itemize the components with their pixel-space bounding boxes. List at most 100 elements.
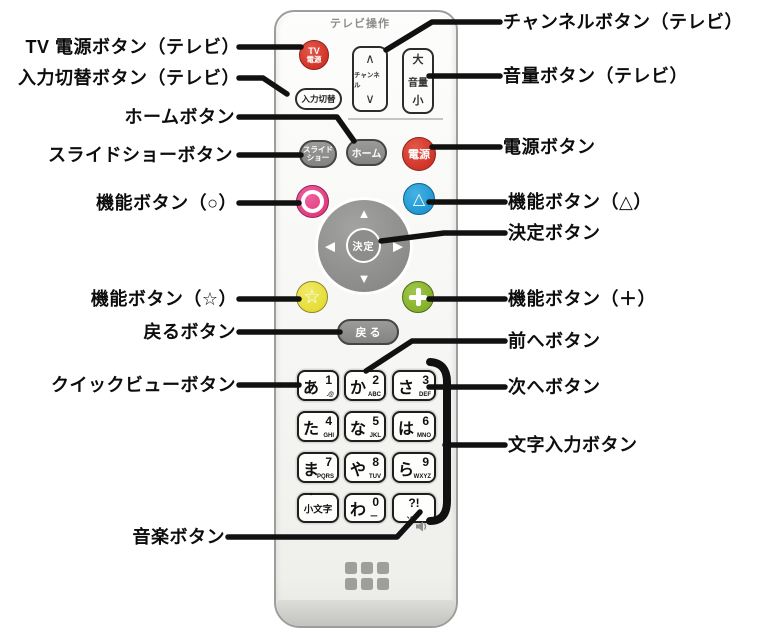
callout-ok-label: 決定ボタン (508, 223, 601, 243)
key-number: 8 (372, 455, 379, 469)
key-main: わ (350, 502, 367, 519)
slideshow-label-1: スライド (303, 144, 333, 154)
circle-symbol-icon (301, 190, 324, 213)
key-sub: DEF (419, 392, 431, 398)
star-symbol-icon: ☆ (303, 286, 321, 308)
callout-quickview-label: クイックビューボタン (51, 375, 236, 395)
grille-dot (345, 562, 357, 574)
grille-dot (361, 578, 373, 590)
key-main: ら (398, 461, 415, 479)
volume-up-button[interactable]: 大 (412, 54, 424, 66)
callout-func-star-label: 機能ボタン（☆） (90, 289, 237, 309)
callout-home-label: ホームボタン (124, 107, 235, 127)
home-label: ホーム (351, 149, 382, 160)
key-main: や (350, 461, 367, 479)
function-star-button[interactable]: ☆ (296, 281, 328, 313)
callout-channel-label: チャンネルボタン（テレビ） (503, 12, 743, 32)
slideshow-button[interactable]: スライド ショー (299, 140, 337, 168)
key-number: 1 (325, 373, 332, 387)
key-number: 3 (422, 373, 429, 387)
tv-power-button[interactable]: TV 電源 (299, 40, 329, 70)
channel-down-button[interactable]: ∨ (365, 91, 375, 106)
ok-label: 決定 (352, 242, 375, 253)
key-ma-7[interactable]: ま 7 PQRS (297, 452, 339, 483)
key-number: 6 (422, 414, 429, 428)
key-na-5[interactable]: な 5 JKL (344, 411, 386, 442)
key-ya-8[interactable]: や 8 TUV (344, 452, 386, 483)
key-sa-3[interactable]: さ 3 DEF (392, 370, 436, 401)
slideshow-label-2: ショー (306, 153, 330, 162)
key-ha-6[interactable]: は 6 MNO (392, 411, 436, 442)
key-dakuten-mark: ゛ (310, 493, 320, 503)
key-main: か (350, 379, 367, 397)
dpad-right-button[interactable]: ▶ (393, 238, 403, 254)
channel-up-button[interactable]: ∧ (365, 51, 375, 66)
function-triangle-button[interactable]: △ (403, 183, 435, 215)
callout-power-label: 電源ボタン (503, 137, 596, 157)
key-sub: WXYZ (413, 474, 431, 480)
key-number: 4 (325, 414, 332, 428)
home-button[interactable]: ホーム (346, 139, 387, 166)
volume-rocker[interactable]: 大 音量 小 (402, 48, 434, 114)
back-label: 戻る (355, 327, 384, 339)
grille-dot (377, 562, 389, 574)
key-sub: GHI (323, 433, 334, 439)
triangle-symbol-icon: △ (412, 191, 426, 208)
remote-bottom-edge (277, 600, 455, 626)
grille-dot (361, 562, 373, 574)
input-select-label: 入力切替 (301, 94, 336, 104)
tv-section-label: テレビ操作 (330, 18, 390, 30)
key-sub: JKL (369, 433, 381, 439)
key-ta-4[interactable]: た 4 GHI (297, 411, 339, 442)
back-button[interactable]: 戻る (337, 319, 399, 345)
tv-power-label-1: TV (308, 45, 320, 56)
key-number: 9 (422, 455, 429, 469)
callout-func-triangle-label: 機能ボタン（△） (508, 192, 652, 212)
key-sub: MNO (417, 433, 431, 439)
speaker-icon (416, 521, 427, 532)
key-wa-0[interactable]: わ 0 ー (344, 493, 386, 523)
key-symbols[interactable]: ?! 、。 (392, 493, 436, 523)
key-ka-2[interactable]: か 2 ABC (344, 370, 386, 401)
ok-button[interactable]: 決定 (346, 228, 381, 263)
key-number: 0 (372, 495, 379, 509)
power-label: 電源 (408, 149, 430, 161)
function-circle-button[interactable] (296, 185, 329, 218)
key-main: な (350, 420, 367, 438)
key-number: 5 (372, 414, 379, 428)
key-sub: .@ (326, 392, 334, 398)
callout-tv-power-label: TV 電源ボタン（テレビ） (25, 37, 240, 57)
key-number: 2 (372, 373, 379, 387)
key-komoji[interactable]: 小文字 ゛ (297, 493, 339, 523)
key-number: 7 (325, 455, 332, 469)
tv-power-label-2: 電源 (306, 54, 322, 64)
key-main: ?! (408, 496, 420, 510)
channel-rocker[interactable]: ∧ チャンネル ∨ (352, 46, 388, 112)
dpad-up-button[interactable]: ▲ (357, 206, 371, 221)
key-main: あ (303, 379, 320, 397)
key-a-1[interactable]: あ 1 .@ (297, 370, 339, 401)
key-sub: PQRS (316, 474, 334, 480)
dpad-left-button[interactable]: ◀ (325, 238, 335, 254)
callout-previous-label: 前へボタン (508, 331, 601, 351)
plus-symbol-icon (415, 288, 421, 306)
function-plus-button[interactable] (402, 281, 434, 313)
callout-func-circle-label: 機能ボタン（○） (96, 193, 237, 213)
callout-text-input-label: 文字入力ボタン (508, 435, 638, 455)
input-select-button[interactable]: 入力切替 (295, 88, 342, 110)
key-main: た (303, 420, 320, 438)
power-button[interactable]: 電源 (402, 137, 436, 171)
key-main: ま (303, 461, 320, 479)
dpad-down-button[interactable]: ▼ (357, 271, 371, 286)
volume-down-button[interactable]: 小 (412, 95, 424, 107)
volume-label: 音量 (408, 77, 428, 89)
section-divider (348, 118, 443, 120)
key-sub: ー (370, 512, 378, 521)
key-sub: TUV (369, 474, 381, 480)
callout-input-label: 入力切替ボタン（テレビ） (18, 68, 240, 88)
key-ra-9[interactable]: ら 9 WXYZ (392, 452, 436, 483)
callout-back-label: 戻るボタン (143, 322, 236, 342)
callout-next-label: 次へボタン (508, 377, 601, 397)
callout-slideshow-label: スライドショーボタン (48, 145, 233, 165)
